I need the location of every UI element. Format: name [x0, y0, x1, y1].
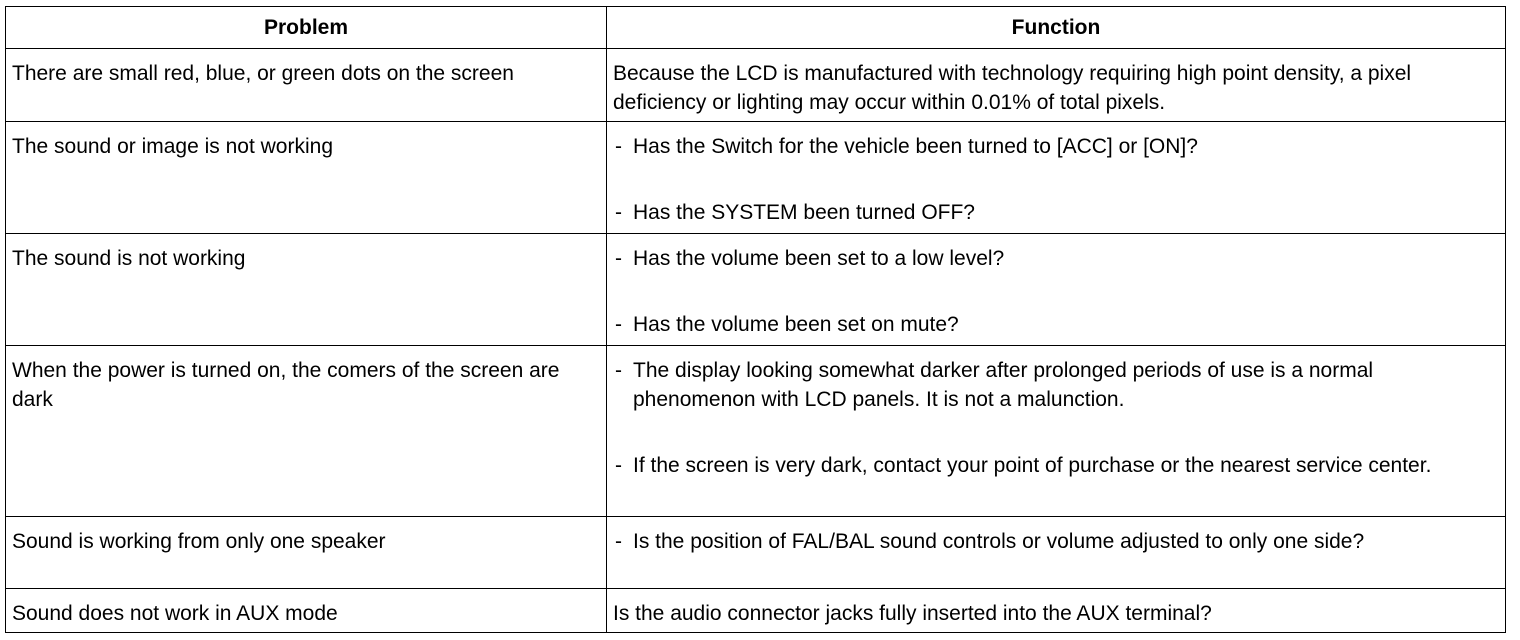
- table-row: Sound does not work in AUX mode Is the au…: [5, 588, 1506, 633]
- table-row: The sound or image is not workingHas the…: [5, 121, 1506, 234]
- column-header-function: Function: [606, 6, 1506, 49]
- table-row: When the power is turned on, the comers …: [5, 345, 1506, 517]
- problem-cell: Sound does not work in AUX mode: [5, 588, 607, 633]
- function-list: Has the Switch for the vehicle been turn…: [613, 132, 1499, 227]
- function-cell: Is the audio connector jacks fully inser…: [606, 588, 1506, 633]
- function-list-item: Has the volume been set to a low level?: [613, 244, 1499, 273]
- function-list-item: Has the SYSTEM been turned OFF?: [613, 198, 1499, 227]
- function-list-item: Has the volume been set on mute?: [613, 310, 1499, 339]
- table-body: There are small red, blue, or green dots…: [5, 48, 1506, 633]
- function-list-item: Has the Switch for the vehicle been turn…: [613, 132, 1499, 161]
- function-text: Because the LCD is manufactured with tec…: [613, 62, 1412, 114]
- function-cell: Is the position of FAL/BAL sound control…: [606, 516, 1506, 589]
- function-list-item: Is the position of FAL/BAL sound control…: [613, 527, 1499, 556]
- function-text: Is the audio connector jacks fully inser…: [613, 602, 1212, 625]
- problem-cell: Sound is working from only one speaker: [5, 516, 607, 589]
- function-list: The display looking somewhat darker afte…: [613, 356, 1499, 480]
- function-cell: The display looking somewhat darker afte…: [606, 345, 1506, 517]
- function-list-item: If the screen is very dark, contact your…: [613, 451, 1499, 480]
- function-list: Is the position of FAL/BAL sound control…: [613, 527, 1499, 556]
- problem-cell: There are small red, blue, or green dots…: [5, 48, 607, 122]
- table-row: The sound is not workingHas the volume b…: [5, 233, 1506, 346]
- table-header-row: Problem Function: [5, 6, 1506, 49]
- column-header-problem: Problem: [5, 6, 607, 49]
- function-cell: Because the LCD is manufactured with tec…: [606, 48, 1506, 122]
- troubleshooting-table: Problem Function There are small red, bl…: [5, 6, 1506, 633]
- function-list-item: The display looking somewhat darker afte…: [613, 356, 1499, 414]
- function-list: Has the volume been set to a low level? H…: [613, 244, 1499, 339]
- table-row: Sound is working from only one speakerIs…: [5, 516, 1506, 589]
- function-cell: Has the Switch for the vehicle been turn…: [606, 121, 1506, 234]
- problem-cell: The sound is not working: [5, 233, 607, 346]
- problem-cell: When the power is turned on, the comers …: [5, 345, 607, 517]
- table-row: There are small red, blue, or green dots…: [5, 48, 1506, 122]
- problem-cell: The sound or image is not working: [5, 121, 607, 234]
- function-cell: Has the volume been set to a low level? H…: [606, 233, 1506, 346]
